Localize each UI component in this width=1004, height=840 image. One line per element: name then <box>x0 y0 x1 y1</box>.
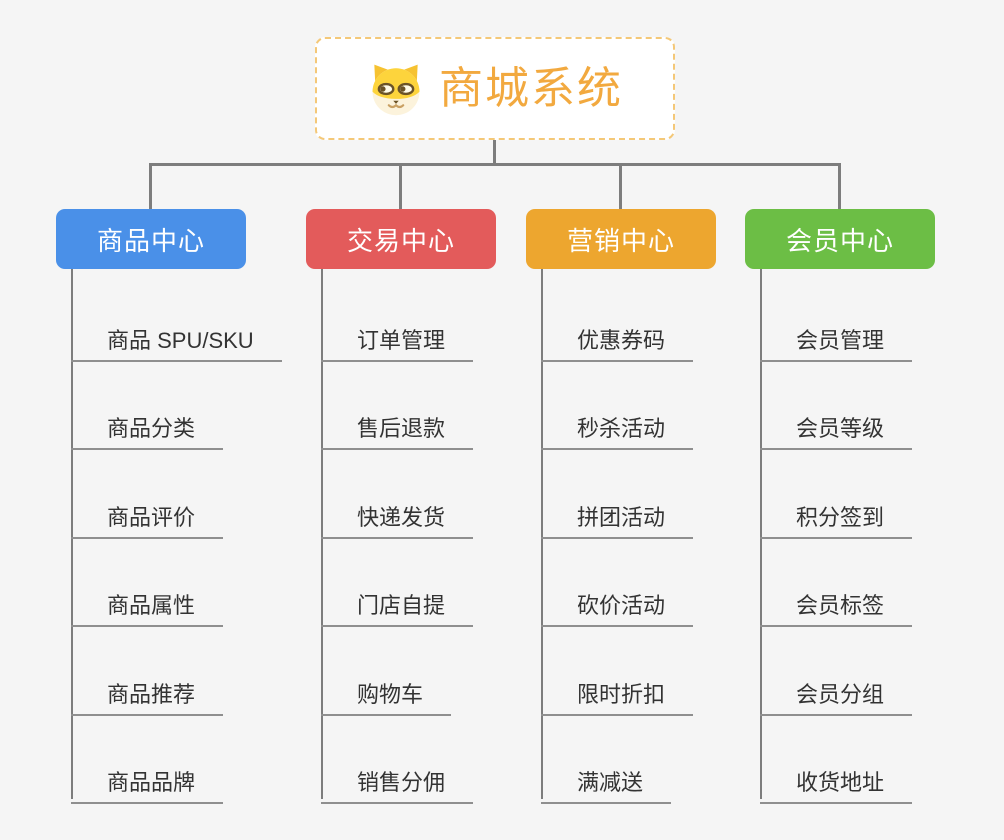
branch-topic-members[interactable]: 会员中心 <box>745 209 935 269</box>
subtopic-coupon-code[interactable]: 优惠券码 <box>541 313 694 362</box>
subtopic-shopping-cart[interactable]: 购物车 <box>321 667 452 716</box>
subtopic-express-delivery[interactable]: 快递发货 <box>321 490 474 539</box>
subtopic-after-sale-refund[interactable]: 售后退款 <box>321 401 474 450</box>
subtopic-flash-sale[interactable]: 秒杀活动 <box>541 401 694 450</box>
branch-topic-trade[interactable]: 交易中心 <box>306 209 496 269</box>
root-topic-label: 商城系统 <box>439 63 623 113</box>
subtopic-product-spu-sku[interactable]: 商品 SPU/SKU <box>71 313 282 362</box>
branch-line-members <box>760 269 762 799</box>
branch-line-marketing <box>541 269 543 799</box>
subtopic-product-recommend[interactable]: 商品推荐 <box>71 667 224 716</box>
subtopic-shipping-address[interactable]: 收货地址 <box>760 755 913 804</box>
root-topic[interactable]: 商城系统 <box>315 37 675 140</box>
connector-drop-products <box>149 163 152 209</box>
subtopic-order-management[interactable]: 订单管理 <box>321 313 474 362</box>
subtopic-product-review[interactable]: 商品评价 <box>71 490 224 539</box>
subtopic-product-category[interactable]: 商品分类 <box>71 401 224 450</box>
connector-drop-marketing <box>619 163 622 209</box>
branch-topic-products[interactable]: 商品中心 <box>56 209 246 269</box>
branch-line-products <box>71 269 73 799</box>
subtopic-full-reduction[interactable]: 满减送 <box>541 755 672 804</box>
connector-horizontal-line <box>150 163 841 166</box>
subtopic-group-buy[interactable]: 拼团活动 <box>541 490 694 539</box>
dog-face-icon <box>372 64 420 115</box>
branch-marketing: 营销中心 优惠券码 秒杀活动 拼团活动 砍价活动 限时折扣 满减送 <box>526 209 716 819</box>
subtopic-member-tags[interactable]: 会员标签 <box>760 578 913 627</box>
subtopic-points-checkin[interactable]: 积分签到 <box>760 490 913 539</box>
subtopic-bargain-activity[interactable]: 砍价活动 <box>541 578 694 627</box>
subtopic-member-level[interactable]: 会员等级 <box>760 401 913 450</box>
subtopic-sales-commission[interactable]: 销售分佣 <box>321 755 474 804</box>
branch-topic-marketing[interactable]: 营销中心 <box>526 209 716 269</box>
branch-trade: 交易中心 订单管理 售后退款 快递发货 门店自提 购物车 销售分佣 <box>306 209 496 819</box>
subtopic-product-attribute[interactable]: 商品属性 <box>71 578 224 627</box>
connector-drop-members <box>838 163 841 209</box>
connector-root-stub <box>493 140 496 166</box>
subtopic-member-management[interactable]: 会员管理 <box>760 313 913 362</box>
branch-members: 会员中心 会员管理 会员等级 积分签到 会员标签 会员分组 收货地址 <box>745 209 935 819</box>
branch-line-trade <box>321 269 323 799</box>
subtopic-member-groups[interactable]: 会员分组 <box>760 667 913 716</box>
branch-products: 商品中心 商品 SPU/SKU 商品分类 商品评价 商品属性 商品推荐 商品品牌 <box>56 209 282 819</box>
connector-drop-trade <box>399 163 402 209</box>
subtopic-store-pickup[interactable]: 门店自提 <box>321 578 474 627</box>
subtopic-product-brand[interactable]: 商品品牌 <box>71 755 224 804</box>
subtopic-limited-time-discount[interactable]: 限时折扣 <box>541 667 694 716</box>
